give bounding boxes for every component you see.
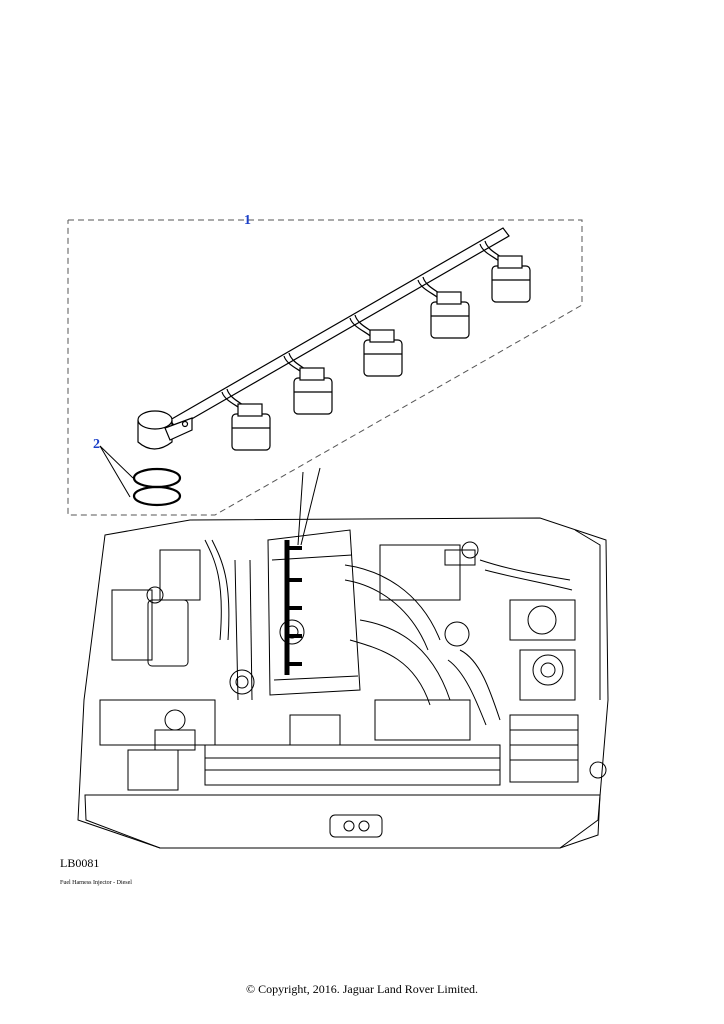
callout-2-leaders <box>99 445 134 498</box>
injector-connector <box>491 255 531 303</box>
copyright-notice: © Copyright, 2016. Jaguar Land Rover Lim… <box>245 982 479 996</box>
kit-boundary <box>67 219 583 516</box>
o-rings <box>132 467 182 507</box>
injector-connector <box>363 329 403 377</box>
injector-connector <box>231 403 271 451</box>
reference-code: LB0081 <box>60 856 100 870</box>
callout-2: 2 <box>93 437 100 452</box>
diagram-caption: Fuel Harness Injector - Diesel <box>60 880 132 886</box>
injector-connector <box>430 291 470 339</box>
callout-1: 1 <box>244 213 251 228</box>
harness-location-leaders <box>297 467 321 546</box>
injector-connector <box>293 367 333 415</box>
injector-harness <box>137 227 531 451</box>
engine-bay <box>77 517 609 849</box>
